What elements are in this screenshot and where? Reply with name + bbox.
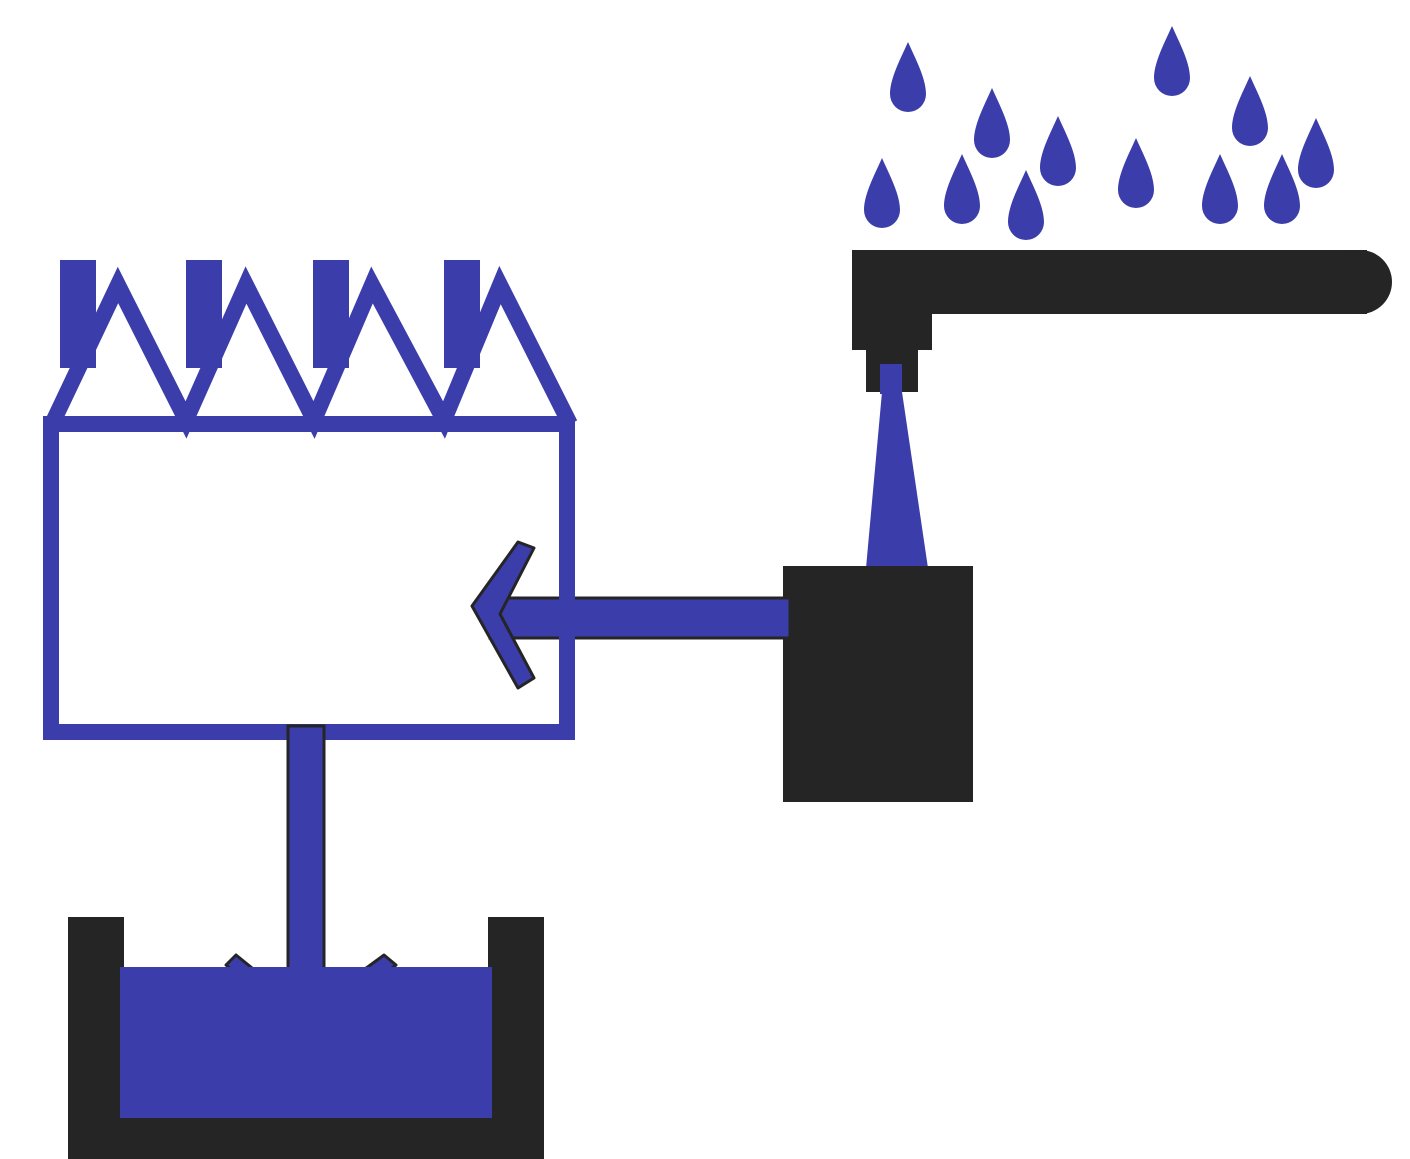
supply-arrow-icon bbox=[472, 542, 790, 688]
house-roof-icon bbox=[52, 260, 570, 424]
rain-drop-icon bbox=[1154, 26, 1190, 96]
rain-drop-icon bbox=[1232, 76, 1268, 146]
roof-gutter-icon bbox=[852, 250, 1392, 392]
rain-drop-icon bbox=[1202, 154, 1238, 224]
rain-drop-icon bbox=[944, 154, 980, 224]
rain-drop-icon bbox=[1040, 116, 1076, 186]
house-icon bbox=[51, 260, 570, 732]
rain-drops-icon bbox=[864, 26, 1334, 240]
rain-drop-icon bbox=[1118, 138, 1154, 208]
rain-drop-icon bbox=[1298, 118, 1334, 188]
downpipe-stream-icon bbox=[866, 364, 928, 568]
rain-drop-icon bbox=[1264, 154, 1300, 224]
rain-drop-icon bbox=[864, 158, 900, 228]
rain-drop-icon bbox=[1008, 170, 1044, 240]
collection-tank-icon bbox=[783, 566, 973, 802]
rain-drop-icon bbox=[890, 42, 926, 112]
rain-drop-icon bbox=[974, 88, 1010, 158]
